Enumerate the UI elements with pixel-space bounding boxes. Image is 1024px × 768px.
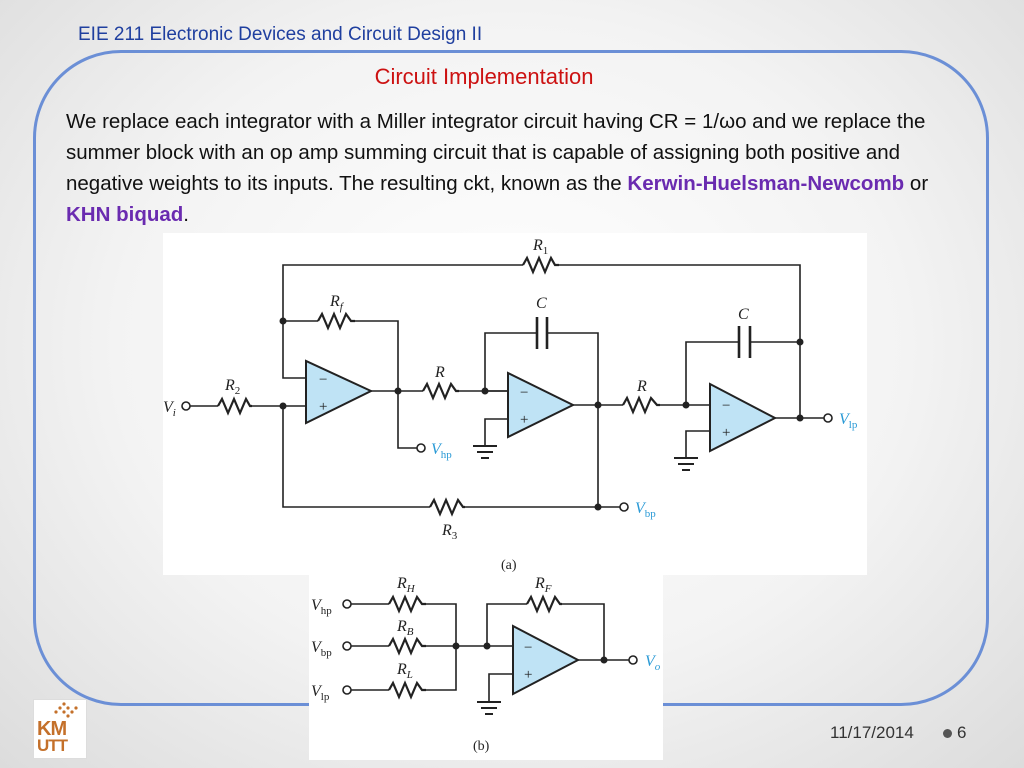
amp3-plus: + [722, 425, 730, 441]
label-r1: R1 [532, 237, 548, 257]
slide-page-number: 6 [957, 723, 967, 742]
slide-title: Circuit Implementation [374, 64, 594, 89]
amp-b-minus: − [524, 640, 532, 656]
logo-text-utt: UTT [37, 736, 68, 755]
figure-a-svg: − + − + − + R1 Rf R2 R R C C R3 Vi Vhp V… [163, 237, 858, 573]
label-r-a: R [434, 364, 445, 381]
keyword-khn-full: Kerwin-Huelsman-Newcomb [627, 172, 905, 195]
label-vhp-b: Vhp [311, 597, 332, 617]
logo-text-km: KM [37, 718, 67, 740]
amp2-minus: − [520, 385, 528, 401]
figure-a-khn-circuit: − + − + − + R1 Rf R2 R R C C R3 Vi Vhp V… [163, 233, 867, 575]
label-rl: RL [396, 661, 413, 681]
footer-separator-dot [943, 729, 952, 738]
figure-b-caption: (b) [473, 739, 490, 754]
body-text-part1: We replace each integrator with a Miller… [66, 110, 926, 195]
label-r2: R2 [224, 377, 240, 397]
label-rb: RB [396, 618, 414, 638]
footer-date: 11/17/2014 [830, 723, 914, 742]
body-text-part2: or [904, 172, 929, 195]
amp3-minus: − [722, 398, 730, 414]
label-vo: Vo [645, 653, 661, 673]
amp2-plus: + [520, 412, 528, 428]
figure-b-summer-circuit: − + RH RB RL RF Vhp Vbp Vlp Vo (b) [309, 574, 663, 760]
logo-dots-icon [54, 702, 78, 718]
slide-body-text: We replace each integrator with a Miller… [66, 106, 976, 230]
label-vlp-b: Vlp [311, 683, 330, 703]
label-vbp: Vbp [635, 500, 656, 520]
label-c2: C [738, 306, 749, 323]
kmutt-logo: KM UTT [33, 699, 87, 759]
figure-b-svg: − + RH RB RL RF Vhp Vbp Vlp Vo (b) [311, 575, 661, 754]
label-r-b: R [636, 378, 647, 395]
label-vlp: Vlp [839, 411, 858, 431]
label-vi: Vi [163, 399, 176, 419]
label-rf-b: RF [534, 575, 552, 595]
amp1-plus: + [319, 399, 327, 415]
label-r3: R3 [441, 522, 458, 542]
label-rf: Rf [329, 293, 345, 313]
amp1-minus: − [319, 372, 327, 388]
label-rh: RH [396, 575, 416, 595]
figure-a-caption: (a) [501, 558, 517, 573]
body-text-part3: . [183, 203, 189, 226]
keyword-khn-biquad: KHN biquad [66, 203, 184, 226]
label-vhp: Vhp [431, 441, 452, 461]
label-vbp-b: Vbp [311, 639, 332, 659]
amp-b-plus: + [524, 667, 532, 683]
label-c1: C [536, 295, 547, 312]
course-header: EIE 211 Electronic Devices and Circuit D… [78, 24, 483, 45]
